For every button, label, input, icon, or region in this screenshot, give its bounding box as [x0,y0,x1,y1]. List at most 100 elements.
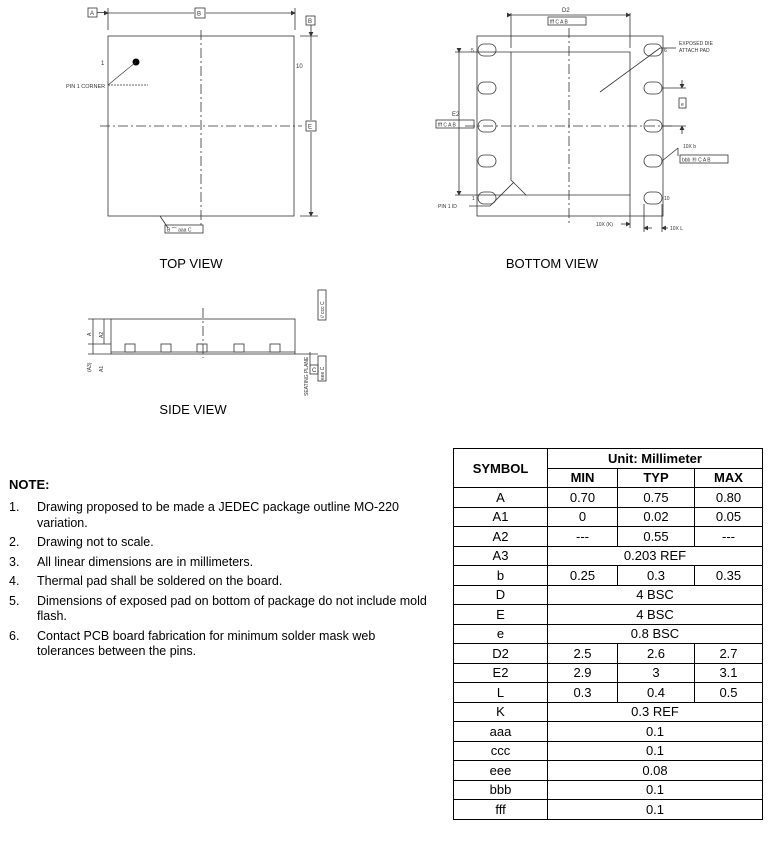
bottom-view [435,12,729,232]
l-label: 10X L [670,226,683,232]
typ-cell: 0.02 [617,506,695,527]
typ-cell: 2.6 [617,643,695,664]
max-cell: 3.1 [694,662,763,683]
datum-c-box [309,364,319,375]
package-drawing: A B B 10 1 PIN 1 CORNER E B ⌒ aaa C [66,7,729,396]
note-item: 4. Thermal pad shall be soldered on the b… [9,574,429,590]
parallel-callout: // ccc C [320,301,326,318]
table-header-row: SYMBOL Unit: Millimeter [453,448,763,488]
bottom-pin-6-label: 6 [664,48,667,54]
unit-header: Unit: Millimeter [547,448,763,469]
e-label: e [681,102,684,108]
min-cell: 2.9 [547,662,618,683]
typ-cell: 3 [617,662,695,683]
bottom-view-caption: BOTTOM VIEW [505,256,599,271]
exposed-pad-label-1: EXPOSED DIE [679,41,714,47]
symbol-cell: A [453,487,548,508]
seating-plane-label: SEATING PLANE [304,356,310,396]
pad-right-6 [643,43,663,57]
typ-cell: 0.4 [617,682,695,703]
flatness-callout-box [164,224,204,234]
pad-left-1 [477,43,497,57]
dim-a1-label: A1 [99,366,105,372]
dim-a3-label: (A3) [87,362,93,372]
typ-cell: 0.75 [617,487,695,508]
d2-label: D2 [562,8,570,14]
dim-e-label: E [308,125,312,131]
pad-right-9 [643,154,663,168]
datum-e-box [305,120,317,132]
pin1-id-label: PIN 1 ID [438,204,457,210]
symbol-cell: eee [453,760,548,781]
dim-a2-label: A2 [99,332,105,338]
value-span-cell: 0.1 [547,799,763,820]
min-cell: 0.70 [547,487,618,508]
bottom-pin-5-label: 5 [471,48,474,54]
note-text: Thermal pad shall be soldered on the boa… [37,574,283,588]
symbol-cell: D [453,584,548,605]
max-cell: 0.5 [694,682,763,703]
top-pin-1-label: 1 [101,61,105,67]
symbol-cell: e [453,623,548,644]
note-text: All linear dimensions are in millimeters… [37,554,254,569]
parallel-callout-box [317,289,327,321]
dim-a-label: A [87,332,93,336]
symbol-cell: A3 [453,545,548,566]
symbol-header: SYMBOL [453,448,548,488]
symbol-cell: L [453,682,548,703]
symbol-cell: fff [453,799,548,820]
symbol-cell: K [453,701,548,722]
symbol-cell: aaa [453,721,548,742]
e2-callout: fff C A B [438,123,457,129]
d2-callout-box [547,16,587,26]
datum-b-box [194,7,206,19]
note-item: 1.Drawing proposed to be made a JEDEC pa… [9,500,429,531]
bottom-pin-10-label: 10 [664,196,670,202]
note-text: Contact PCB board fabrication for minimu… [37,628,376,659]
value-span-cell: 4 BSC [547,604,763,625]
min-header: MIN [547,467,618,488]
symbol-cell: A2 [453,526,548,547]
table-row: A2---0.55--- [453,526,763,547]
value-span-cell: 0.1 [547,721,763,742]
value-span-cell: 0.3 REF [547,701,763,722]
value-span-cell: 0.08 [547,760,763,781]
typ-cell: 0.55 [617,526,695,547]
symbol-cell: E [453,604,548,625]
note-number: 4. [9,574,20,588]
notes-list: 1.Drawing proposed to be made a JEDEC pa… [9,500,429,664]
note-text: Dimensions of exposed pad on bottom of p… [37,593,427,624]
note-number: 2. [9,535,20,549]
top-pin-10-label: 10 [296,64,303,70]
symbol-cell: ccc [453,740,548,761]
symbol-cell: bbb [453,779,548,800]
value-span-cell: 0.1 [547,779,763,800]
side-view-caption: SIDE VIEW [159,402,227,417]
pad-left-2 [477,81,497,95]
note-item: 6.Contact PCB board fabrication for mini… [9,629,429,660]
min-cell: --- [547,526,618,547]
notes-title: NOTE: [9,477,50,492]
max-cell: 0.80 [694,487,763,508]
note-text: Drawing proposed to be made a JEDEC pack… [37,500,400,530]
typ-header: TYP [617,467,695,488]
pad-right-7 [643,81,663,95]
pad-left-5 [477,191,497,205]
top-view-caption: TOP VIEW [159,256,223,271]
note-number: 5. [9,593,20,608]
pad-right-10 [643,191,663,205]
exposed-pad-label-2: ATTACH PAD [679,48,710,54]
max-cell: --- [694,526,763,547]
typ-cell: 0.3 [617,565,695,586]
value-span-cell: 4 BSC [547,584,763,605]
max-cell: 2.7 [694,643,763,664]
b-callout-box [679,154,729,164]
datum-a-label: A [90,11,94,17]
d2-callout: fff C A B [550,20,569,26]
